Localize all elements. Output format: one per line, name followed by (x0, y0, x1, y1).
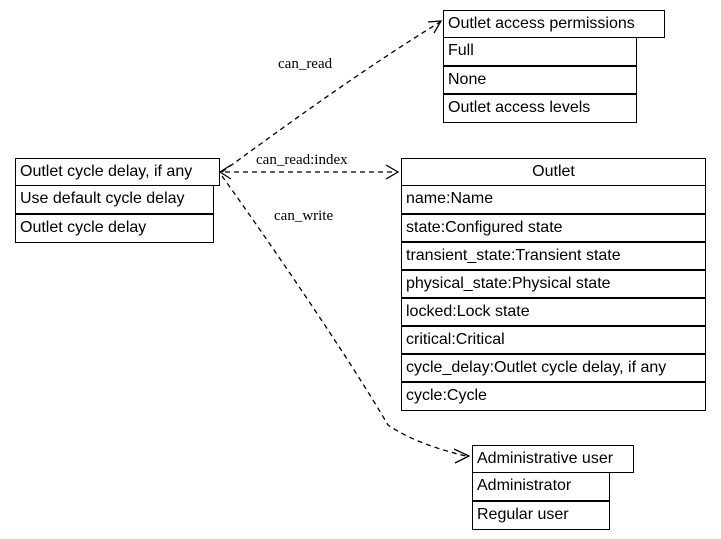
class-item: cycle_delay:Outlet cycle delay, if any (401, 354, 706, 382)
class-item: state:Configured state (401, 214, 706, 242)
edge-label-can-write: can_write (274, 208, 334, 224)
class-title: Outlet cycle delay, if any (15, 158, 220, 186)
class-item: Full (443, 38, 637, 66)
class-item: Regular user (472, 501, 610, 530)
class-title: Outlet (401, 158, 706, 186)
class-item: name:Name (401, 186, 706, 214)
class-item: Administrator (472, 473, 610, 501)
class-item: Outlet cycle delay (15, 214, 214, 243)
class-title: Administrative user (472, 445, 634, 473)
edge-label-can-read-index: can_read:index (256, 152, 348, 168)
class-item: None (443, 66, 637, 94)
class-item: physical_state:Physical state (401, 270, 706, 298)
class-item: critical:Critical (401, 326, 706, 354)
class-item: Use default cycle delay (15, 186, 214, 214)
arrowhead-can-write (453, 448, 471, 464)
edge-can-write (221, 175, 467, 457)
class-title: Outlet access permissions (443, 10, 665, 38)
class-item: Outlet access levels (443, 94, 637, 123)
arrowhead-source (218, 164, 232, 180)
class-item: locked:Lock state (401, 298, 706, 326)
edge-label-can-read: can_read (278, 56, 333, 72)
arrowhead-can-read-index (385, 164, 400, 180)
edge-can-read (221, 21, 441, 173)
class-item: cycle:Cycle (401, 382, 706, 411)
arrowhead-can-read (427, 20, 443, 34)
class-item: transient_state:Transient state (401, 242, 706, 270)
